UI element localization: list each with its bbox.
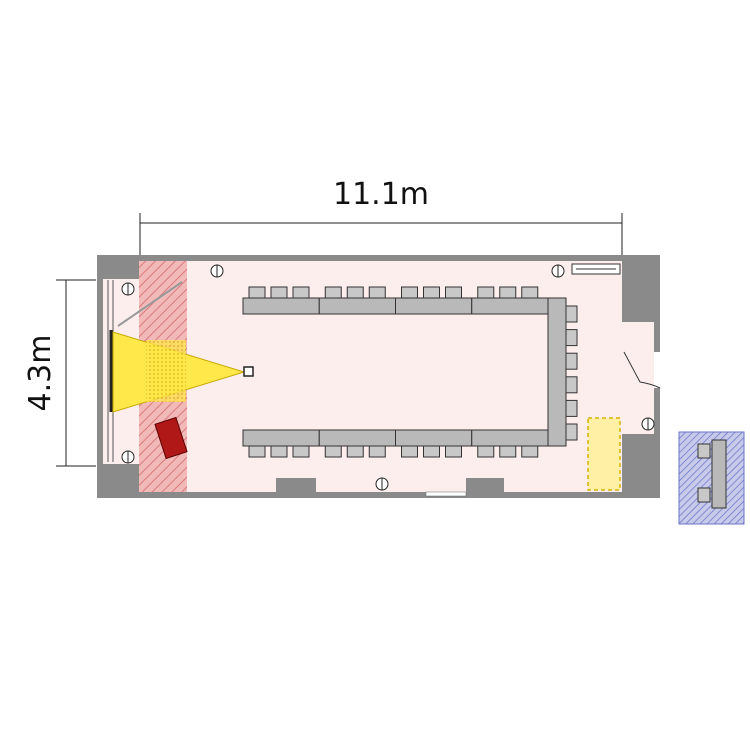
chair: [270, 445, 288, 458]
chair: [565, 399, 578, 417]
table-segment: [471, 429, 549, 447]
chair: [565, 423, 578, 441]
chair: [499, 286, 517, 299]
pillar-bottom-left: [103, 464, 139, 492]
chair: [324, 445, 342, 458]
chair: [423, 286, 440, 299]
table-segment: [242, 429, 320, 447]
chair: [521, 445, 539, 458]
chair: [270, 286, 288, 299]
podium: [154, 416, 188, 460]
width-dimension: 11.1m: [139, 177, 623, 255]
storage-area: [678, 431, 745, 525]
chair: [565, 305, 578, 323]
chair: [401, 286, 418, 299]
door-gap: [654, 352, 662, 388]
outlet-icon: [375, 477, 389, 491]
depth-dimension: 4.3m: [23, 279, 96, 467]
chair: [368, 445, 386, 458]
chair: [423, 445, 440, 458]
outlet-icon: [121, 450, 135, 464]
table-segment: [471, 297, 549, 315]
chair: [565, 352, 578, 370]
chair: [248, 286, 266, 299]
table-segment: [395, 429, 473, 447]
chair: [477, 445, 495, 458]
table-segment: [318, 297, 396, 315]
table-segment: [547, 297, 567, 447]
table-segment: [318, 429, 396, 447]
chair: [324, 286, 342, 299]
fixtures: [121, 263, 655, 491]
equipment-rack-icon: [571, 263, 621, 275]
chair: [248, 445, 266, 458]
outlet-icon: [210, 264, 224, 278]
side-table: [587, 417, 621, 491]
chair: [565, 376, 578, 394]
table-segment: [395, 297, 473, 315]
chair: [521, 286, 539, 299]
outlet-icon: [641, 417, 655, 431]
chair: [401, 445, 418, 458]
depth-label: 4.3m: [23, 335, 58, 412]
pillar-bottom-mid-1: [276, 478, 316, 492]
chair: [346, 445, 364, 458]
width-label: 11.1m: [333, 177, 429, 212]
chair: [292, 445, 310, 458]
projector-icon: [243, 366, 254, 377]
pillar-top-left: [103, 261, 139, 279]
table-segment: [242, 297, 320, 315]
chair: [292, 286, 310, 299]
chair: [499, 445, 517, 458]
outlet-icon: [121, 282, 135, 296]
chair: [477, 286, 495, 299]
tables-and-chairs: [242, 286, 578, 458]
chair: [565, 329, 578, 347]
chair: [346, 286, 364, 299]
door: [623, 351, 661, 389]
outlet-icon: [551, 264, 565, 278]
chair: [368, 286, 386, 299]
projection: [109, 281, 254, 413]
chair: [445, 445, 462, 458]
pillar-bottom-mid-2: [466, 478, 504, 492]
chair: [445, 286, 462, 299]
